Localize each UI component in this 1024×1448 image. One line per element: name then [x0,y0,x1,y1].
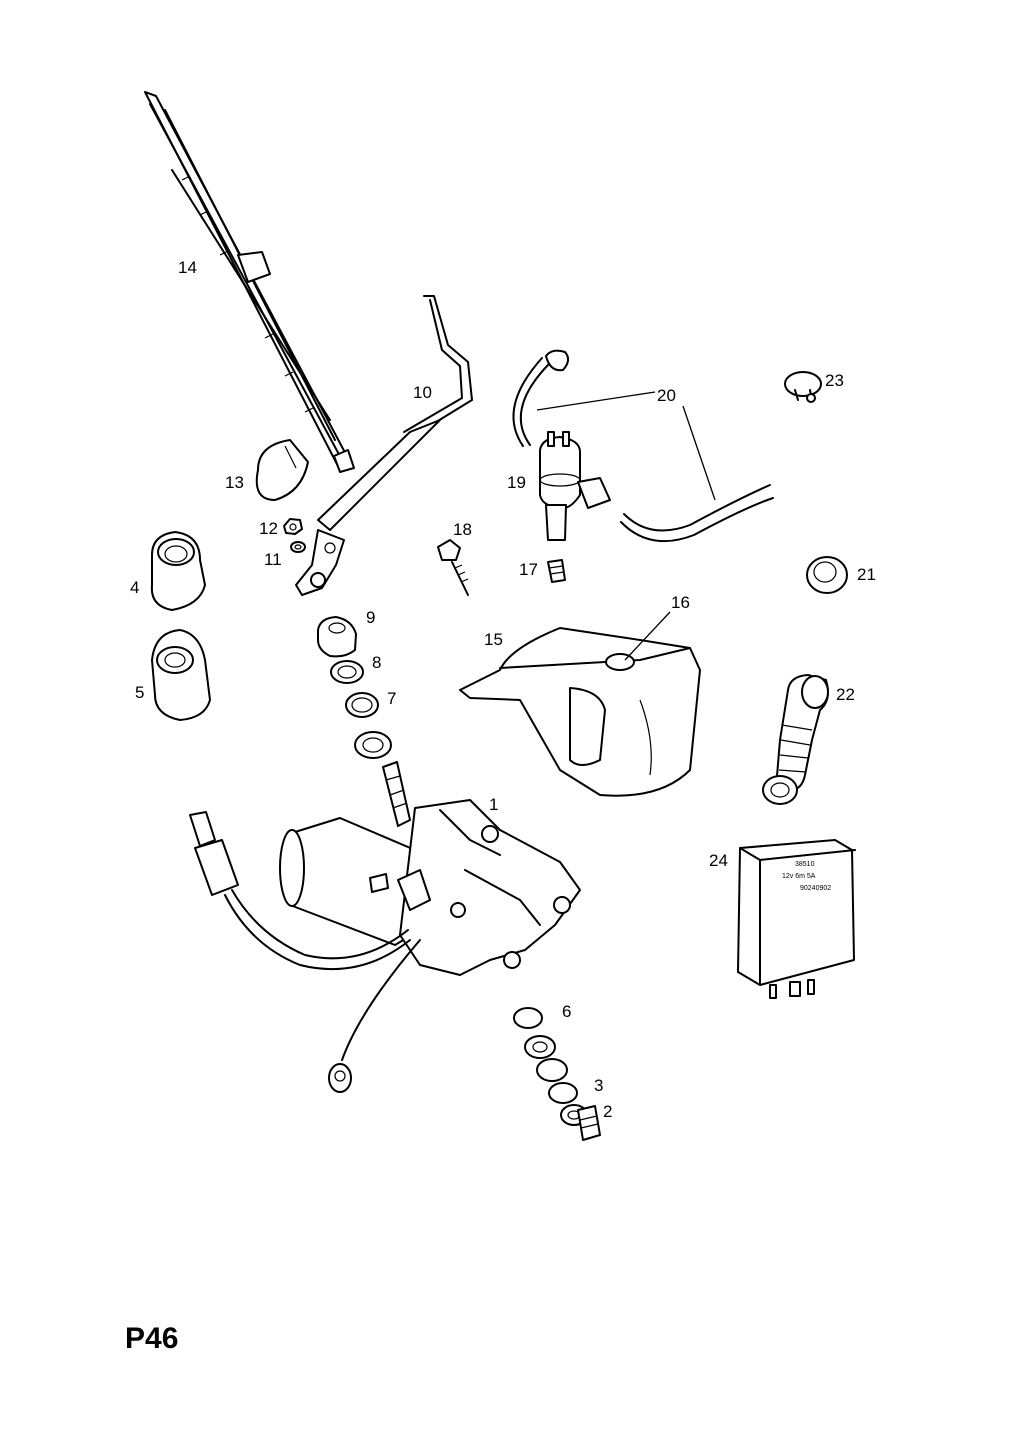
callout-14: 14 [178,258,197,277]
mounting-bushing [354,731,392,759]
callout-23: 23 [825,371,844,390]
wiper-blade [144,91,355,473]
pump-grommet [806,556,848,594]
washer-pump [539,431,611,541]
callout-12: 12 [259,519,278,538]
callout-8: 8 [372,653,381,672]
callout-17: 17 [519,560,538,579]
dust-cap [317,616,357,658]
callout-1: 1 [489,795,498,814]
filler-cap [784,371,822,403]
callout-4: 4 [130,578,139,597]
tube-fitting [547,559,566,583]
relay-label-line2: 12v 6m 5A [782,873,816,880]
callout-9: 9 [366,608,375,627]
filler-neck [762,674,829,805]
screw [437,539,469,596]
wiring-harness [189,811,421,1093]
grommet [150,531,206,611]
callout-10: 10 [413,383,432,402]
boot [151,629,211,721]
wiper-arm [295,295,473,596]
hose [512,349,774,543]
mounting-bolt [577,1105,601,1141]
nut [283,518,303,535]
lower-washer-stack [513,1007,578,1104]
callout-6: 6 [562,1002,571,1021]
callout-16: 16 [671,593,690,612]
leader-lines [536,391,716,661]
callout-18: 18 [453,520,472,539]
callout-5: 5 [135,683,144,702]
wiper-arm-cap [255,439,309,501]
callout-3: 3 [594,1076,603,1095]
callout-22: 22 [836,685,855,704]
callouts: 1 2 3 4 5 6 7 8 9 10 11 12 13 14 15 16 1… [130,258,876,1121]
seal-ring [330,660,364,684]
callout-7: 7 [387,689,396,708]
wiper-motor [279,761,581,976]
callout-19: 19 [507,473,526,492]
callout-24: 24 [709,851,728,870]
callout-13: 13 [225,473,244,492]
washer-reservoir [459,627,701,797]
page-code: P46 [125,1322,179,1355]
callout-11: 11 [264,550,282,569]
spacer-washer [345,692,379,718]
callout-15: 15 [484,630,503,649]
callout-21: 21 [857,565,876,584]
callout-2: 2 [603,1102,612,1121]
relay: 38510 12v 6m 5A 90240902 [737,839,856,999]
relay-label-line3: 90240902 [800,885,831,892]
relay-label-line1: 38510 [795,861,815,868]
washer [290,541,306,553]
callout-20: 20 [657,386,676,405]
